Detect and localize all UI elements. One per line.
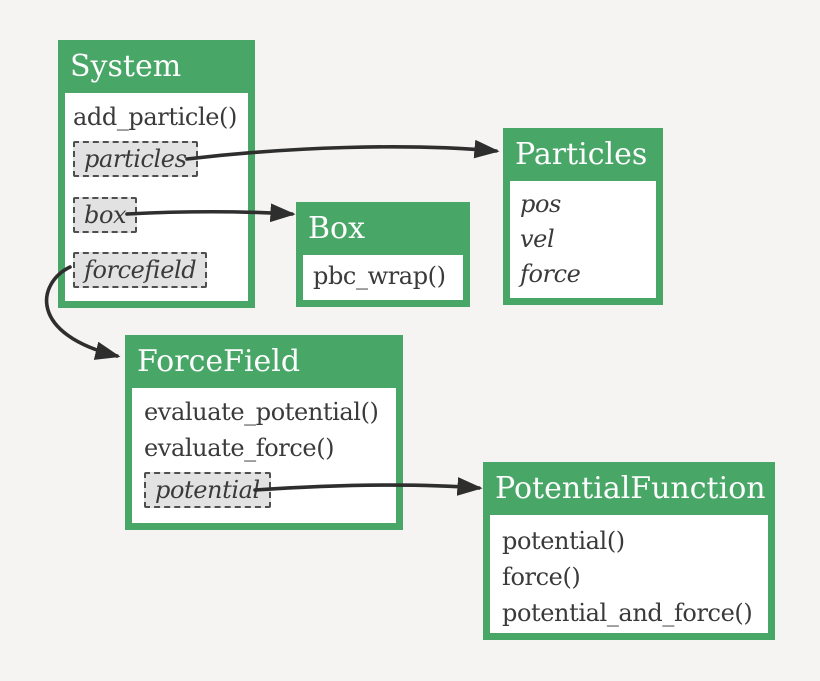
reference-chip-forcefield: forcefield: [73, 252, 208, 288]
class-box-forcefield: ForceField evaluate_potential() evaluate…: [125, 335, 403, 530]
class-title-system: System: [70, 49, 182, 84]
class-body-system: add_particle() particles box forcefield: [65, 93, 248, 301]
class-title-box: Box: [308, 211, 366, 246]
member-force-fn: force(): [502, 563, 581, 591]
member-add-particle: add_particle(): [73, 103, 237, 131]
class-body-potentialfunction: potential() force() potential_and_force(…: [490, 515, 768, 633]
class-box-box: Box pbc_wrap(): [296, 202, 470, 307]
member-pbc-wrap: pbc_wrap(): [313, 262, 446, 290]
class-box-potentialfunction: PotentialFunction potential() force() po…: [483, 462, 775, 640]
reference-chip-potential: potential: [144, 472, 271, 508]
class-body-forcefield: evaluate_potential() evaluate_force() po…: [132, 388, 396, 523]
class-title-potentialfunction: PotentialFunction: [495, 471, 766, 506]
member-evaluate-force: evaluate_force(): [144, 434, 335, 462]
class-title-forcefield: ForceField: [137, 344, 301, 379]
reference-chip-box: box: [73, 197, 138, 233]
member-potential-and-force-fn: potential_and_force(): [502, 599, 753, 627]
member-evaluate-potential: evaluate_potential(): [144, 398, 379, 426]
class-title-particles: Particles: [515, 137, 648, 172]
class-box-system: System add_particle() particles box forc…: [58, 40, 255, 308]
member-potential-fn: potential(): [502, 527, 625, 555]
member-pos: pos: [520, 190, 561, 218]
reference-chip-particles: particles: [73, 141, 198, 177]
member-vel: vel: [520, 225, 555, 253]
class-body-particles: pos vel force: [510, 181, 656, 298]
class-box-particles: Particles pos vel force: [503, 128, 663, 305]
class-body-box: pbc_wrap(): [303, 255, 463, 300]
member-force: force: [520, 260, 581, 288]
